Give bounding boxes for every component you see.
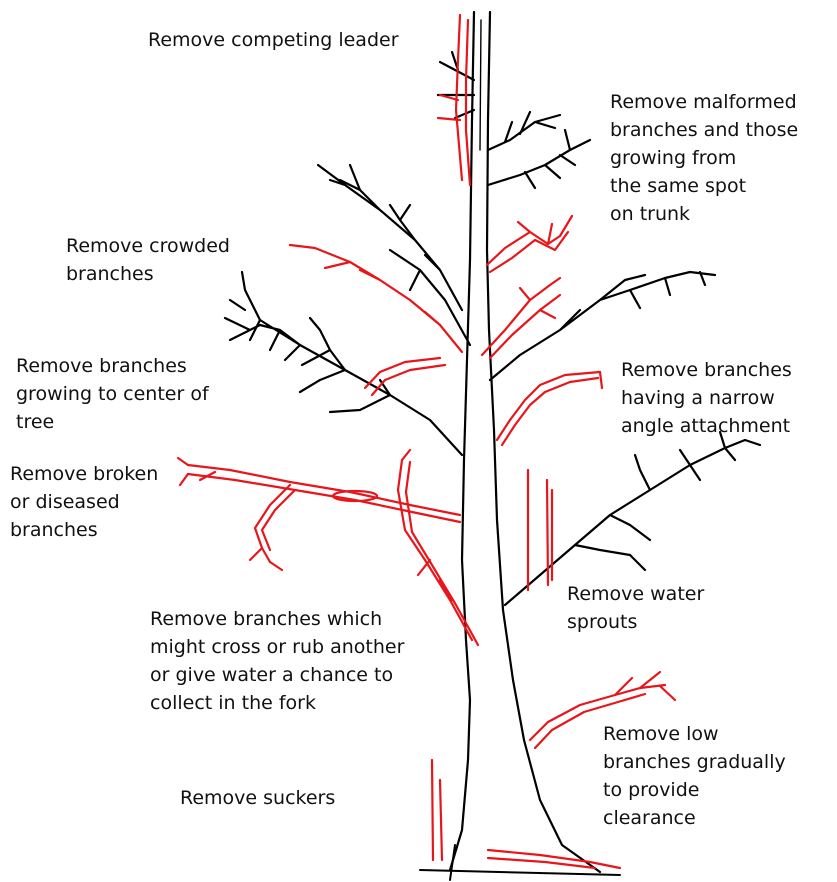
label-cross-rub: Remove branches which might cross or rub… [150,605,404,717]
sucker-left [432,760,442,860]
label-water-sprouts: Remove water sprouts [567,580,704,636]
remove-branches [178,15,675,868]
label-competing-leader: Remove competing leader [148,26,399,54]
label-suckers: Remove suckers [180,784,335,812]
label-low-branches: Remove low branches gradually to provide… [603,720,786,832]
broken-branch [188,465,460,522]
label-malformed-branches: Remove malformed branches and those grow… [610,88,798,228]
label-center-branches: Remove branches growing to center of tre… [16,352,209,436]
label-crowded-branches: Remove crowded branches [66,232,230,288]
label-narrow-angle: Remove branches having a narrow angle at… [621,356,792,440]
label-broken-diseased: Remove broken or diseased branches [10,460,158,544]
sucker-right [488,850,620,868]
trunk-left-edge [450,12,474,870]
